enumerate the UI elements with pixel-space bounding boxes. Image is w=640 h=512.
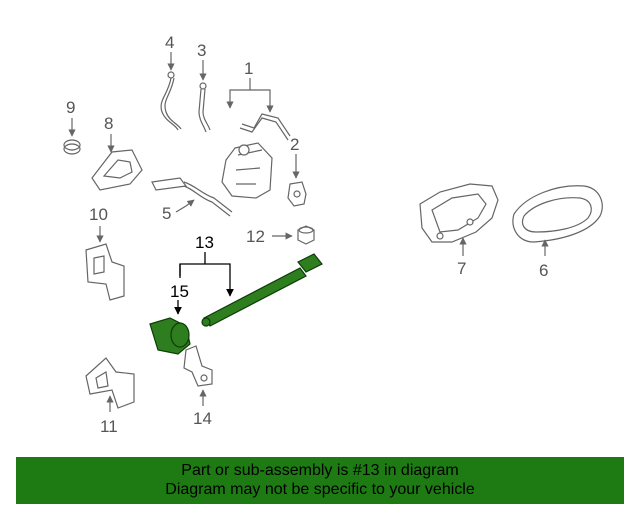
callout-10: 10 <box>89 205 108 224</box>
part-9-grommet[interactable]: 9 <box>63 98 81 155</box>
part-7-handle-base[interactable]: 7 <box>419 183 499 278</box>
banner-line-2: Diagram may not be specific to your vehi… <box>165 481 475 498</box>
part-13-lock-rod[interactable] <box>201 253 323 327</box>
part-4-rod[interactable]: 4 <box>160 33 182 131</box>
part-6-outside-handle[interactable]: 6 <box>512 185 603 280</box>
callout-11: 11 <box>100 417 118 436</box>
info-banner: Part or sub-assembly is #13 in diagram D… <box>16 457 624 504</box>
part-10-upper-hinge[interactable]: 10 <box>85 205 125 301</box>
callout-2: 2 <box>290 135 299 154</box>
callout-15: 15 <box>170 282 189 301</box>
callout-5: 5 <box>162 204 171 223</box>
callout-13: 13 <box>195 233 214 252</box>
part-12-nut[interactable]: 12 <box>246 225 315 246</box>
callout-12: 12 <box>246 227 265 246</box>
callout-6: 6 <box>539 261 548 280</box>
part-14-striker[interactable]: 14 <box>183 345 213 428</box>
part-3-rod[interactable]: 3 <box>197 41 211 133</box>
callout-13-bracket: 13 <box>179 233 234 297</box>
callout-1: 1 <box>244 59 253 78</box>
callout-3: 3 <box>197 41 206 60</box>
part-1-lock-actuator[interactable]: 1 <box>221 59 291 199</box>
callout-14: 14 <box>193 409 212 428</box>
part-5-cable[interactable]: 5 <box>151 177 233 223</box>
part-2-bracket[interactable]: 2 <box>287 135 307 207</box>
part-15-lock-cylinder[interactable]: 15 <box>149 282 191 355</box>
callout-7: 7 <box>457 259 466 278</box>
callout-9: 9 <box>66 98 75 117</box>
parts-diagram: 4 3 1 2 9 8 <box>63 33 603 436</box>
banner-line-1: Part or sub-assembly is #13 in diagram <box>181 462 459 479</box>
callout-4: 4 <box>165 33 174 52</box>
callout-8: 8 <box>104 114 113 133</box>
part-11-lower-hinge[interactable]: 11 <box>85 357 135 436</box>
part-8-inside-handle[interactable]: 8 <box>91 114 143 191</box>
